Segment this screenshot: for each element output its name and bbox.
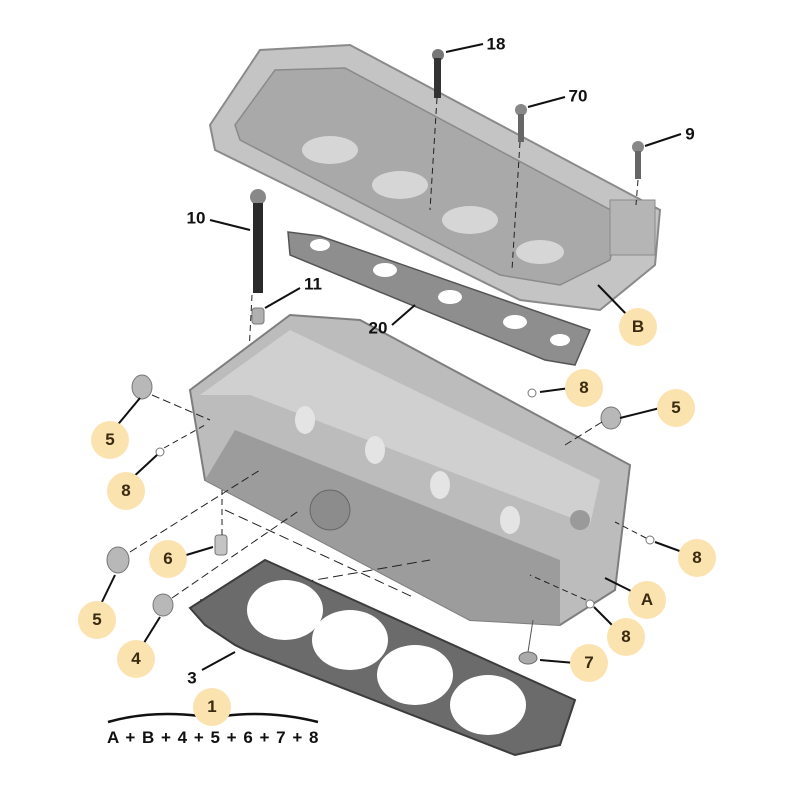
ball-plug-8-bottom	[529, 574, 595, 609]
callout-5-top-left: 5	[91, 421, 129, 459]
bolt-70	[511, 104, 527, 271]
label-18: 18	[486, 34, 506, 54]
callout-8-right: 8	[678, 539, 716, 577]
callout-4: 4	[117, 640, 155, 678]
label-9: 9	[685, 124, 695, 144]
callout-5-right: 5	[657, 389, 695, 427]
callout-5-bottom-left: 5	[78, 601, 116, 639]
gasket-20-part	[287, 231, 592, 366]
callout-8-top: 8	[565, 369, 603, 407]
sensor-7	[518, 619, 538, 665]
head-gasket-3-part	[188, 558, 577, 757]
expansion-plug-5-top-left	[131, 374, 211, 421]
label-20: 20	[368, 318, 388, 338]
ball-plug-8-right	[614, 521, 655, 545]
callout-7: 7	[570, 644, 608, 682]
expansion-plug-5-bottom-left	[106, 469, 261, 574]
ball-plug-8-top	[527, 388, 537, 398]
callout-6: 6	[149, 540, 187, 578]
washer-11	[251, 307, 265, 325]
label-11: 11	[304, 274, 322, 294]
ball-plug-8-left	[155, 424, 206, 457]
callout-B: B	[619, 308, 657, 346]
callout-A: A	[628, 581, 666, 619]
label-10: 10	[186, 208, 206, 228]
bolt-9	[632, 141, 644, 206]
camshaft-carrier-part	[208, 43, 662, 312]
leader-lines	[99, 43, 686, 671]
cylinder-head-part	[188, 313, 632, 627]
bolt-18	[429, 49, 444, 211]
callout-8-left: 8	[107, 472, 145, 510]
callout-8-bottom: 8	[607, 618, 645, 656]
dowel-6	[214, 490, 228, 556]
plug-4	[152, 509, 301, 617]
callout-kit-1: 1	[193, 688, 231, 726]
kit-formula: A + B + 4 + 5 + 6 + 7 + 8	[107, 728, 320, 747]
label-70: 70	[568, 86, 588, 106]
label-3: 3	[187, 668, 197, 688]
